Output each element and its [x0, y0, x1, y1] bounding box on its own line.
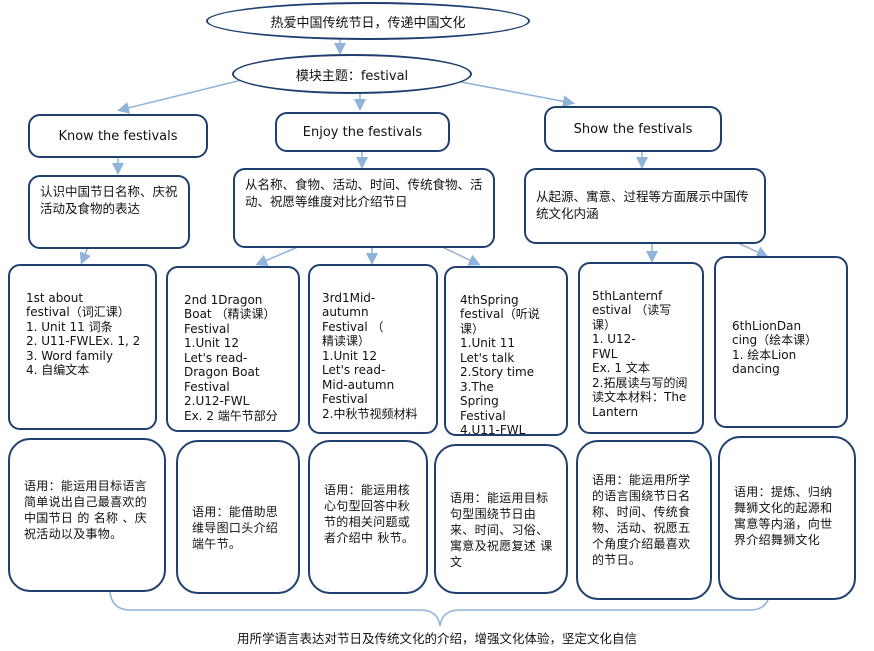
- lesson-3: 3rd1Mid- autumn Festival （ 精读课） 1.Unit 1…: [308, 264, 438, 434]
- branch-know: Know the festivals: [28, 114, 208, 158]
- branch-show-desc-text: 从起源、寓意、过程等方面展示中国传统文化内涵: [536, 189, 749, 221]
- module-theme-label: 模块主题：festival: [295, 68, 409, 84]
- lesson-1: 1st about festival（词汇课） 1. Unit 11 词条 2.…: [8, 264, 157, 430]
- summary-footer: 用所学语言表达对节日及传统文化的介绍，增强文化体验，坚定文化自信: [236, 631, 637, 646]
- arrow-desc1-to-lesson1: [79, 246, 91, 265]
- branch-show-desc: 从起源、寓意、过程等方面展示中国传统文化内涵: [524, 168, 766, 244]
- goal-5-text: 语用：能运用所学的语言围绕节日名称、时间、传统食物、活动、祝愿五个角度介绍最喜欢…: [592, 473, 691, 567]
- goal-1-text: 语用：能运用目标语言简单说出自己最喜欢的中国节日 的 名称 、庆祝活动以及事物。: [24, 479, 148, 541]
- goal-4-text: 语用：能运用目标句型围绕节日由来、时间、习俗、寓意及祝愿复述 课文: [450, 491, 553, 569]
- branch-know-desc-text: 认识中国节日名称、庆祝活动及食物的表达: [40, 184, 178, 216]
- lesson-1-text: 1st about festival（词汇课） 1. Unit 11 词条 2.…: [26, 290, 141, 378]
- arrow-desc3-to-lesson6: [737, 242, 769, 258]
- main-theme-title: 热爱中国传统节日，传递中国文化: [270, 15, 466, 31]
- lesson-2: 2nd 1Dragon Boat （精读课）Festival 1.Unit 12…: [166, 266, 300, 432]
- goal-6-text: 语用：提炼、归纳舞狮文化的起源和寓意等内涵，向世界介绍舞狮文化: [734, 485, 833, 547]
- goal-2-text: 语用：能借助思维导图口头介绍端午节。: [192, 505, 279, 551]
- goal-6: 语用：提炼、归纳舞狮文化的起源和寓意等内涵，向世界介绍舞狮文化: [718, 436, 856, 600]
- arrow-desc2-to-lesson4: [439, 245, 481, 266]
- lesson-6-text: 6thLionDan cing（绘本课） 1. 绘本Lion dancing: [732, 318, 818, 377]
- branch-enjoy-label: Enjoy the festivals: [302, 124, 423, 140]
- lesson-3-text: 3rd1Mid- autumn Festival （ 精读课） 1.Unit 1…: [322, 290, 418, 421]
- branch-show-label: Show the festivals: [573, 121, 693, 137]
- module-theme-ellipse: 模块主题：festival: [232, 54, 472, 94]
- branch-enjoy-desc-text: 从名称、食物、活动、时间、传统食物、活动、祝愿等维度对比介绍节日: [245, 177, 483, 209]
- goal-3: 语用：能运用核心句型回答中秋节的相关问题或者介绍中 秋节。: [308, 440, 428, 594]
- branch-enjoy-desc: 从名称、食物、活动、时间、传统食物、活动、祝愿等维度对比介绍节日: [233, 168, 495, 248]
- arrow-module-to-know: [117, 77, 251, 114]
- arrow-desc2-to-lesson2: [255, 245, 301, 266]
- goal-1: 语用：能运用目标语言简单说出自己最喜欢的中国节日 的 名称 、庆祝活动以及事物。: [8, 438, 166, 592]
- goal-2: 语用：能借助思维导图口头介绍端午节。: [176, 440, 300, 594]
- branch-know-desc: 认识中国节日名称、庆祝活动及食物的表达: [28, 175, 190, 249]
- lesson-5-text: 5thLanternf estival （读写课） 1. U12- FWL Ex…: [592, 288, 688, 419]
- goal-5: 语用：能运用所学的语言围绕节日名称、时间、传统食物、活动、祝愿五个角度介绍最喜欢…: [576, 440, 712, 600]
- branch-enjoy: Enjoy the festivals: [275, 112, 450, 152]
- lesson-6: 6thLionDan cing（绘本课） 1. 绘本Lion dancing: [714, 256, 848, 428]
- lesson-4: 4thSpring festival（听说课） 1.Unit 11 Let's …: [444, 266, 568, 436]
- goal-3-text: 语用：能运用核心句型回答中秋节的相关问题或者介绍中 秋节。: [324, 483, 415, 545]
- main-theme-ellipse: 热爱中国传统节日，传递中国文化: [206, 2, 530, 40]
- goal-4: 语用：能运用目标句型围绕节日由来、时间、习俗、寓意及祝愿复述 课文: [434, 444, 568, 594]
- branch-know-label: Know the festivals: [58, 128, 178, 144]
- lesson-4-text: 4thSpring festival（听说课） 1.Unit 11 Let's …: [460, 292, 540, 436]
- lesson-5: 5thLanternf estival （读写课） 1. U12- FWL Ex…: [578, 262, 704, 434]
- branch-show: Show the festivals: [544, 106, 722, 152]
- lesson-2-text: 2nd 1Dragon Boat （精读课）Festival 1.Unit 12…: [184, 292, 278, 423]
